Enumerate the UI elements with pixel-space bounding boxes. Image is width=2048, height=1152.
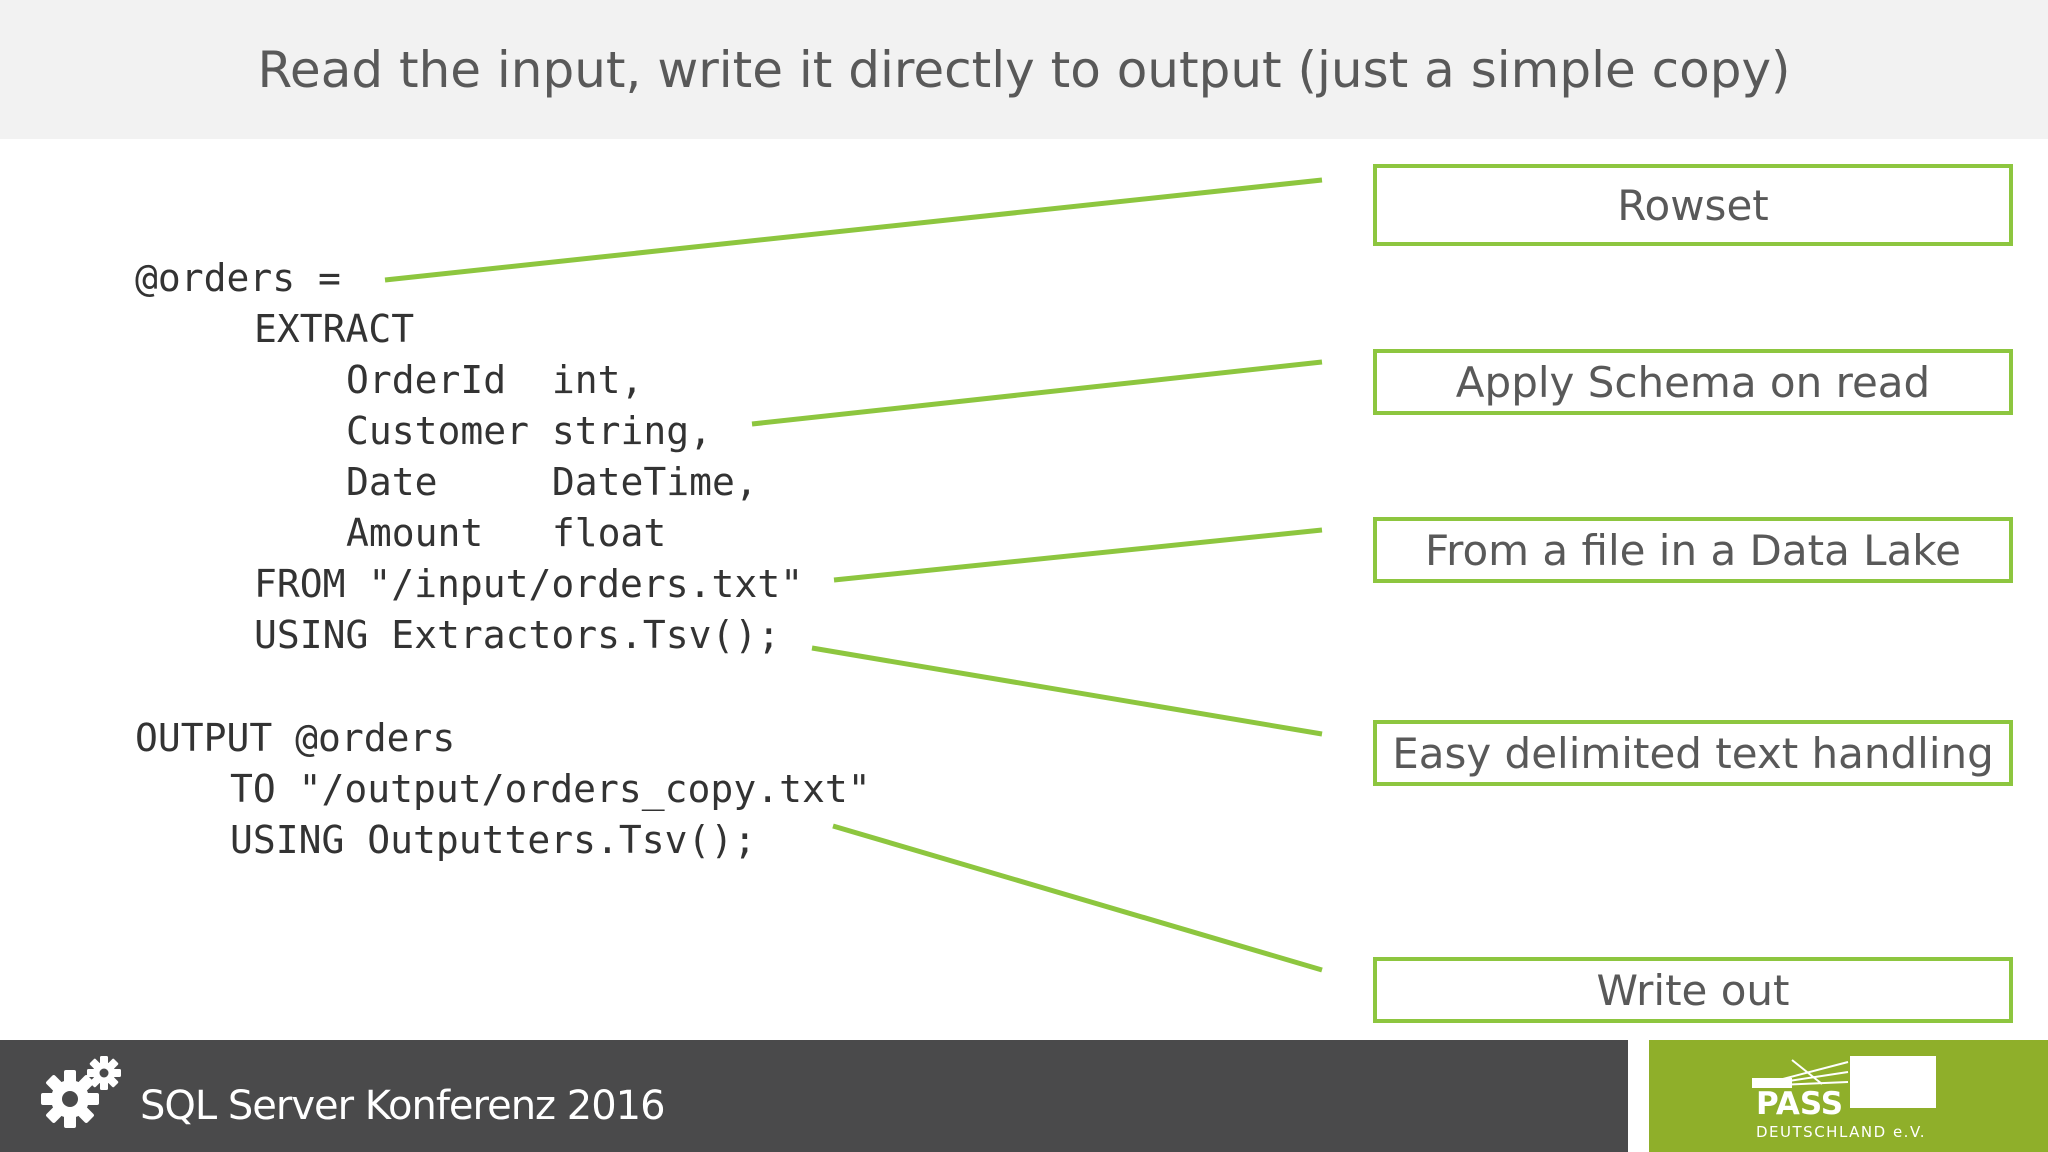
annotation-schema-label: Apply Schema on read xyxy=(1455,357,1931,407)
code-line-5: Date DateTime, xyxy=(346,460,758,504)
code-line-6: Amount float xyxy=(346,511,667,555)
connector-delimited xyxy=(811,645,1323,737)
connector-rowset xyxy=(384,177,1323,283)
code-line-9: OUTPUT @orders xyxy=(135,716,456,760)
annotation-rowset-label: Rowset xyxy=(1617,180,1769,230)
gear-icon xyxy=(41,1056,121,1128)
conference-name: SQL Server Konferenz 2016 xyxy=(140,1083,666,1129)
code-line-2: EXTRACT xyxy=(254,307,415,351)
code-line-1: @orders = xyxy=(135,256,341,300)
pass-logo xyxy=(1752,1056,1936,1108)
connector-write xyxy=(832,823,1323,973)
annotation-file: From a file in a Data Lake xyxy=(1373,517,2013,583)
annotation-delimited-label: Easy delimited text handling xyxy=(1392,728,1994,778)
code-line-7: FROM "/input/orders.txt" xyxy=(254,562,804,606)
footer-bar xyxy=(0,1040,1628,1152)
connector-file xyxy=(833,527,1323,583)
annotation-rowset: Rowset xyxy=(1373,164,2013,246)
code-line-3: OrderId int, xyxy=(346,358,644,402)
connector-schema xyxy=(751,359,1323,427)
annotation-delimited: Easy delimited text handling xyxy=(1373,720,2013,786)
slide-title: Read the input, write it directly to out… xyxy=(257,41,1791,99)
annotation-file-label: From a file in a Data Lake xyxy=(1425,525,1961,575)
pass-logo-subtext: DEUTSCHLAND e.V. xyxy=(1756,1123,1927,1141)
footer-logo-panel xyxy=(1649,1040,2048,1152)
code-line-11: USING Outputters.Tsv(); xyxy=(230,818,757,862)
code-line-8: USING Extractors.Tsv(); xyxy=(254,613,781,657)
code-line-4: Customer string, xyxy=(346,409,713,453)
annotation-schema: Apply Schema on read xyxy=(1373,349,2013,415)
annotation-write-label: Write out xyxy=(1596,965,1790,1015)
pass-logo-text: PASS xyxy=(1756,1086,1844,1122)
annotation-write: Write out xyxy=(1373,957,2013,1023)
code-line-10: TO "/output/orders_copy.txt" xyxy=(230,767,871,811)
title-bar xyxy=(0,0,2048,139)
